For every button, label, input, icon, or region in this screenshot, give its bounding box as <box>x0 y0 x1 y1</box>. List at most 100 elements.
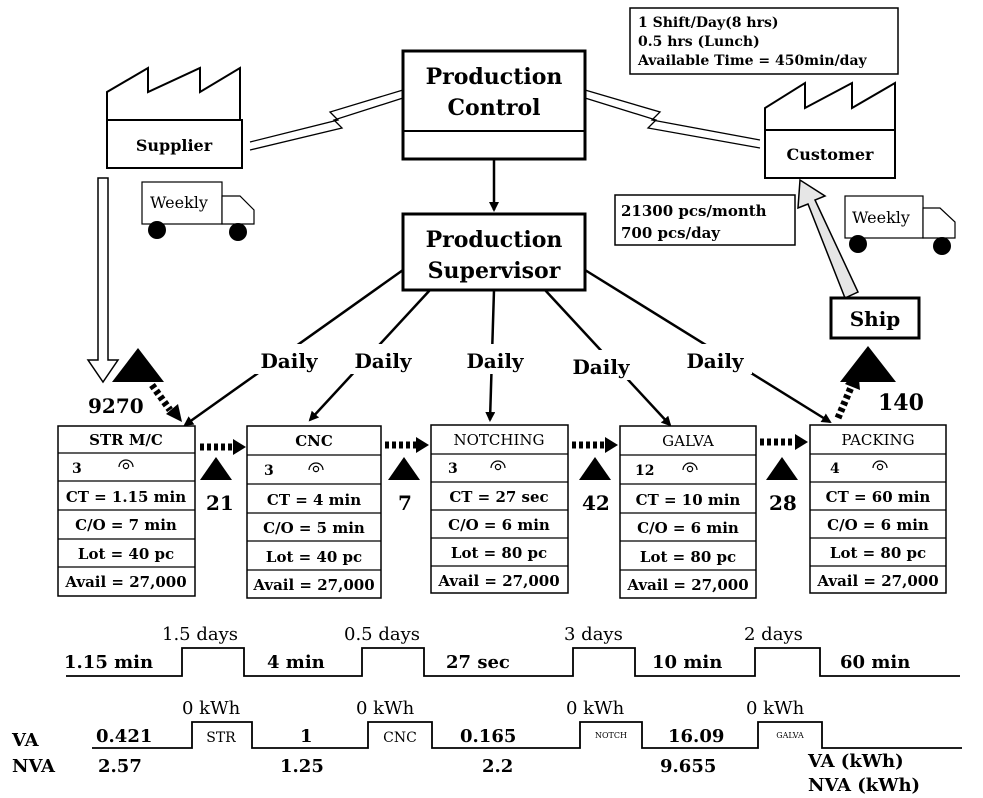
inventory-raw: 9270 <box>88 348 164 418</box>
va-row-label: VA <box>11 730 40 751</box>
lot-size: Lot = 80 pc <box>830 544 926 562</box>
cycle-time: CT = 1.15 min <box>66 488 186 506</box>
daily-label: Daily <box>572 355 630 379</box>
cycle-time: CT = 60 min <box>826 488 931 506</box>
energy-step-top: 0 kWh <box>182 698 241 719</box>
nva-energy: 1.25 <box>280 756 324 777</box>
daily-label: Daily <box>260 349 318 373</box>
lead-time-ladder: 1.15 min 4 min 27 sec 10 min 60 min 1.5 … <box>64 624 960 677</box>
electronic-info-line-supplier <box>249 89 404 151</box>
push-arrow <box>572 437 618 453</box>
demand-line: 700 pcs/day <box>621 224 721 242</box>
wait-time: 1.5 days <box>162 624 238 645</box>
daily-label: Daily <box>354 349 412 373</box>
nva-energy: 9.655 <box>660 756 716 777</box>
push-arrow <box>760 434 808 450</box>
push-arrow <box>385 437 429 453</box>
inventory-after-notch: 42 <box>579 457 611 515</box>
push-arrow <box>149 382 182 422</box>
va-time: 1.15 min <box>64 652 153 673</box>
customer-factory: Customer <box>764 81 896 179</box>
changeover-time: C/O = 6 min <box>827 516 929 534</box>
va-time: 60 min <box>840 652 910 673</box>
operator-count: 3 <box>448 461 458 477</box>
inventory-after-cnc: 7 <box>388 457 420 515</box>
va-time: 10 min <box>652 652 722 673</box>
operator-count: 3 <box>72 461 82 477</box>
cycle-time: CT = 10 min <box>636 491 741 509</box>
inventory-triangle <box>840 346 896 382</box>
operator-count: 4 <box>830 461 840 477</box>
operator-icon <box>872 460 888 471</box>
process-name: NOTCHING <box>453 431 544 449</box>
customer-label: Customer <box>787 145 875 164</box>
customer-demand-box: 21300 pcs/month 700 pcs/day <box>614 194 796 246</box>
availability: Avail = 27,000 <box>816 572 938 590</box>
production-supervisor-title: Production <box>426 227 563 253</box>
process-name: CNC <box>295 432 333 450</box>
va-time: 27 sec <box>446 652 510 673</box>
supplier-truck: Weekly <box>141 181 255 241</box>
lot-size: Lot = 40 pc <box>78 545 174 563</box>
production-control-title: Control <box>448 95 541 121</box>
inventory-count: 7 <box>398 491 412 515</box>
shift-info-box: 1 Shift/Day(8 hrs) 0.5 hrs (Lunch) Avail… <box>629 7 899 75</box>
inventory-count: 28 <box>769 491 797 515</box>
changeover-time: C/O = 6 min <box>448 516 550 534</box>
customer-truck: Weekly <box>844 195 956 255</box>
operator-count: 12 <box>635 463 654 479</box>
energy-step-name: GALVA <box>776 731 804 740</box>
energy-step-top: 0 kWh <box>566 698 625 719</box>
production-supervisor-box: Production Supervisor <box>401 212 587 292</box>
process-notching: NOTCHING 3 CT = 27 sec C/O = 6 min Lot =… <box>430 424 569 594</box>
operator-count: 3 <box>264 463 274 479</box>
production-supervisor-title: Supervisor <box>428 258 561 284</box>
push-arrow <box>834 368 860 420</box>
shift-info-line: 0.5 hrs (Lunch) <box>638 34 760 50</box>
supplier-truck-label: Weekly <box>150 193 208 212</box>
changeover-time: C/O = 6 min <box>637 519 739 537</box>
lot-size: Lot = 80 pc <box>451 544 547 562</box>
electronic-info-line-customer <box>584 89 761 149</box>
production-control-box: Production Control <box>401 49 587 161</box>
inventory-after-galva: 28 <box>766 457 798 515</box>
process-str: STR M/C 3 CT = 1.15 min C/O = 7 min Lot … <box>57 425 196 597</box>
customer-shipment-arrow <box>797 178 859 300</box>
va-time: 4 min <box>267 652 325 673</box>
ship-label: Ship <box>850 307 901 331</box>
energy-step-name: NOTCH <box>595 731 627 740</box>
inventory-triangle <box>766 457 798 480</box>
energy-step-name: CNC <box>383 730 417 746</box>
energy-ladder: VA NVA 0 kWh 0 kWh 0 kWh 0 kWh STR CNC N… <box>11 698 962 796</box>
supplier-label: Supplier <box>136 136 213 155</box>
nva-unit-label: NVA (kWh) <box>808 775 920 796</box>
operator-icon <box>118 459 134 470</box>
cycle-time: CT = 27 sec <box>449 488 548 506</box>
va-energy: 0.421 <box>96 726 152 747</box>
shift-info-line: Available Time = 450min/day <box>637 53 868 69</box>
inventory-triangle <box>200 457 232 480</box>
nva-energy: 2.2 <box>482 756 513 777</box>
va-energy: 0.165 <box>460 726 516 747</box>
inventory-count: 9270 <box>88 394 144 418</box>
va-energy: 16.09 <box>668 726 724 747</box>
inventory-after-str: 21 <box>200 457 234 515</box>
operator-icon <box>682 462 698 473</box>
changeover-time: C/O = 7 min <box>75 516 177 534</box>
nva-energy: 2.57 <box>98 756 142 777</box>
inventory-triangle <box>112 348 164 382</box>
nva-row-label: NVA <box>12 756 56 777</box>
process-name: STR M/C <box>89 431 163 449</box>
push-arrow <box>200 439 246 455</box>
ship-box: Ship <box>829 296 921 340</box>
lot-size: Lot = 80 pc <box>640 548 736 566</box>
inventory-count: 21 <box>206 491 234 515</box>
energy-step-top: 0 kWh <box>356 698 415 719</box>
cycle-time: CT = 4 min <box>267 491 361 509</box>
wait-time: 2 days <box>744 624 803 645</box>
process-galva: GALVA 12 CT = 10 min C/O = 6 min Lot = 8… <box>619 425 757 599</box>
inventory-count: 140 <box>878 390 924 416</box>
lot-size: Lot = 40 pc <box>266 548 362 566</box>
availability: Avail = 27,000 <box>64 573 186 591</box>
